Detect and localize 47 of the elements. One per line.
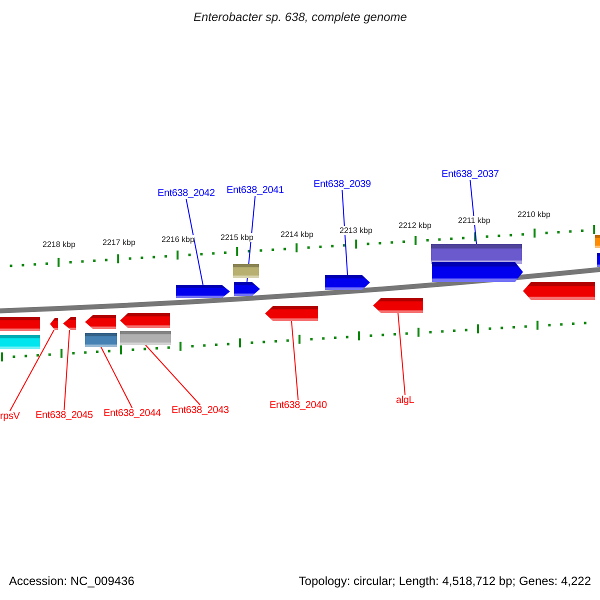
scale-label: 2211 kbp [458, 216, 490, 225]
leader-line [9, 330, 54, 412]
gene-feature [373, 298, 423, 313]
title: Enterobacter sp. 638, complete genome [194, 10, 407, 24]
gene-feature [63, 317, 76, 330]
gene-label: Ent638_2037 [442, 169, 499, 180]
leader-line [342, 190, 348, 276]
gene-label: Ent638_2043 [172, 405, 229, 416]
gene-feature [325, 275, 370, 290]
gene-label: Ent638_2040 [270, 400, 327, 411]
gene-label: Ent638_2042 [158, 188, 215, 199]
gene-feature [50, 318, 58, 330]
leader-line [470, 180, 477, 244]
gene-feature [120, 313, 170, 328]
leader-line [398, 312, 406, 396]
gene-label: Ent638_2045 [36, 410, 93, 421]
gene-label: algL [396, 395, 414, 406]
genome-info-text: Topology: circular; Length: 4,518,712 bp; Genes: 4,222 [298, 574, 591, 588]
gene-bar [120, 331, 171, 345]
gene-feature [234, 282, 260, 296]
scale-label: 2217 kbp [102, 238, 136, 247]
gene-feature [265, 306, 318, 321]
leader-line [186, 198, 204, 286]
gene-feature [85, 315, 116, 329]
scale-label: 2218 kbp [42, 240, 76, 249]
gene-label: Ent638_2044 [104, 408, 161, 419]
leader-line [100, 346, 133, 408]
scale-label: 2210 kbp [518, 210, 550, 219]
gene-feature [176, 285, 230, 298]
gene-bar [431, 244, 522, 264]
scale-label: 2213 kbp [340, 226, 372, 235]
gene-bar [0, 335, 40, 349]
scale-label: 2215 kbp [220, 233, 254, 242]
gene-label: Ent638_2041 [226, 185, 284, 196]
gene-label: rpsV [0, 411, 20, 422]
leader-line [291, 320, 299, 400]
gene-bar [85, 333, 117, 347]
gene-feature [0, 317, 40, 331]
gene-feature [523, 282, 595, 300]
gene-feature [432, 262, 523, 282]
gene-bar [233, 264, 259, 278]
leader-line [64, 330, 70, 410]
accession-text: Accession: NC_009436 [9, 574, 134, 588]
gene-label: Ent638_2039 [314, 179, 371, 190]
scale-label: 2214 kbp [280, 230, 314, 239]
scale-label: 2212 kbp [398, 221, 432, 230]
leader-line [145, 344, 201, 406]
